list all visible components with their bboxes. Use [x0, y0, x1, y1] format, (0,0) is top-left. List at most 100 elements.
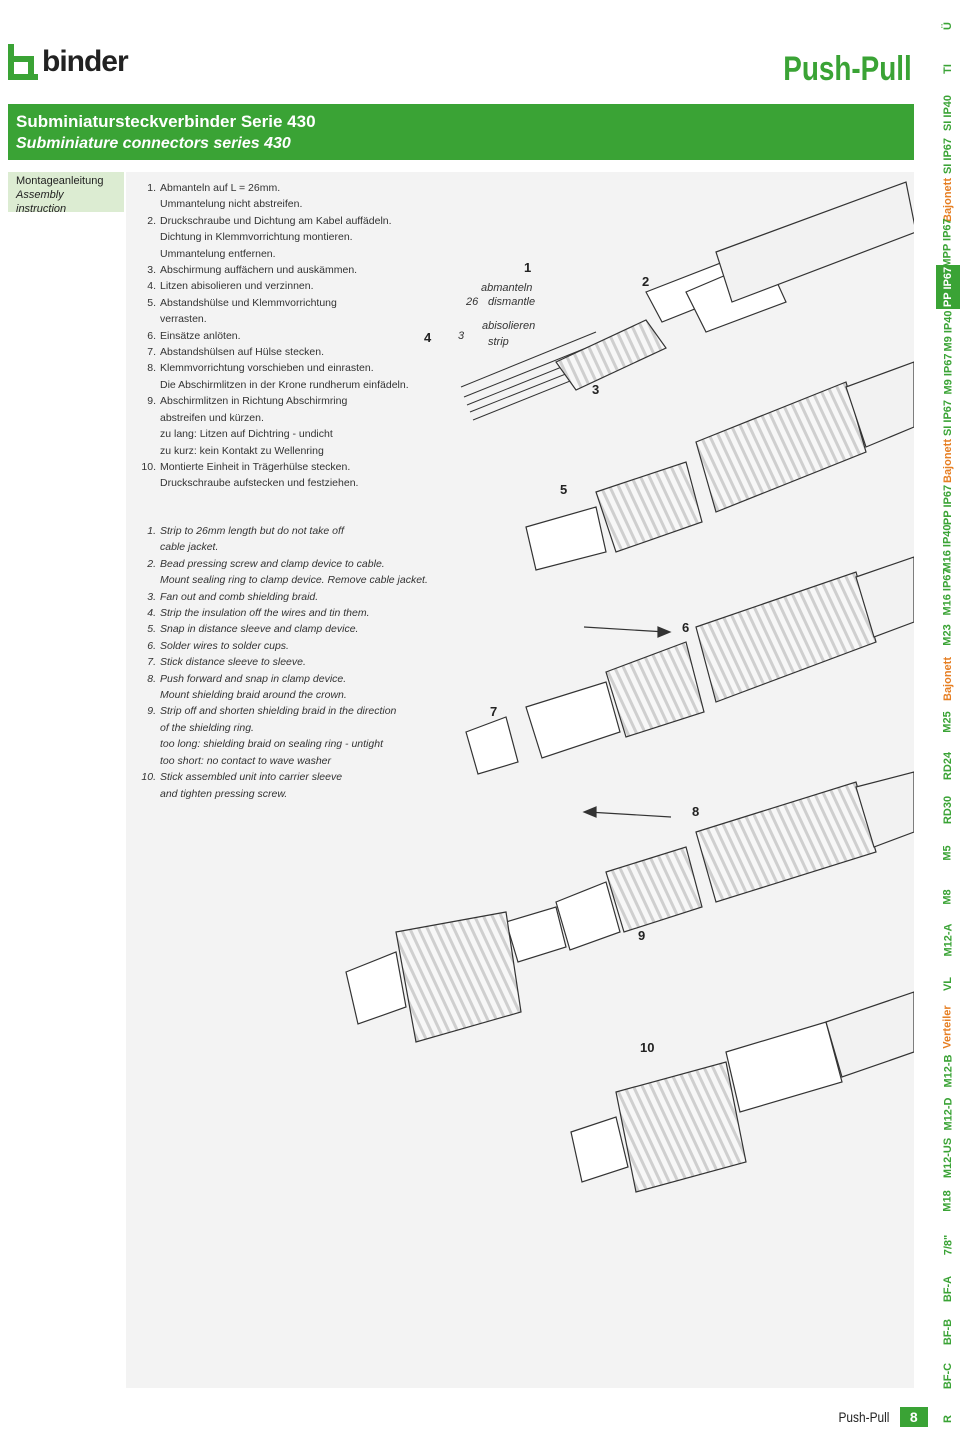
- de-step-1: 1. Abmanteln auf L = 26mm. Ummantelung ni…: [138, 180, 438, 213]
- step-text: Abstandshülsen auf Hülse stecken.: [160, 346, 325, 359]
- series-tab[interactable]: SI IP67: [936, 135, 960, 179]
- step-number-6: 6: [682, 620, 690, 635]
- series-tab-label: Bajonett: [942, 656, 954, 701]
- step-text: Abschirmlitzen in Richtung Abschirmring …: [160, 395, 348, 457]
- series-tab-label: BF-A: [942, 1275, 954, 1302]
- en-step-10: 10.Stick assembled unit into carrier sle…: [138, 769, 438, 802]
- binder-logo-mark-icon: [8, 44, 38, 80]
- series-tab-label: M5: [942, 845, 954, 861]
- de-step-5: 5.Abstandshülse und Klemmvorrichtung ver…: [138, 295, 438, 328]
- step-number: 5.: [147, 623, 156, 636]
- series-tab[interactable]: Ü: [936, 4, 960, 48]
- series-tab[interactable]: M5: [936, 831, 960, 875]
- series-tab[interactable]: M12-A: [936, 918, 960, 962]
- step-number-1: 1: [524, 260, 532, 275]
- de-step-7: 7. Abstandshülsen auf Hülse stecken.: [138, 344, 438, 360]
- en-step-5: 5.Snap in distance sleeve and clamp devi…: [138, 621, 438, 637]
- series-tab[interactable]: M12-D: [936, 1093, 960, 1137]
- step-number-10: 10: [640, 1040, 655, 1055]
- series-tab-label: M23: [942, 624, 954, 647]
- series-tab-label: M16 IP40: [942, 524, 954, 572]
- series-tab-label: R: [941, 1415, 954, 1424]
- series-tab[interactable]: Verteiler: [936, 1006, 960, 1050]
- binder-logo: binder: [8, 44, 129, 80]
- step-number: 1.: [147, 182, 156, 194]
- series-tab[interactable]: M8: [936, 875, 960, 919]
- step-number: 3.: [147, 264, 156, 277]
- series-tab[interactable]: M16 IP67: [936, 568, 960, 616]
- series-tab-label: Verteiler: [942, 1005, 955, 1050]
- step-text: Strip the insulation off the wires and t…: [160, 607, 370, 620]
- section-label: Montageanleitung Assembly instruction: [8, 172, 124, 215]
- series-tab[interactable]: TI: [936, 48, 960, 92]
- series-tab[interactable]: SI IP40: [936, 91, 960, 135]
- series-tab[interactable]: BF-B: [936, 1310, 960, 1354]
- step-number: 7.: [147, 346, 156, 359]
- series-tab[interactable]: SI IP67: [936, 396, 960, 440]
- series-tab[interactable]: VL: [936, 962, 960, 1006]
- de-step-10: 10.Montierte Einheit in Trägerhülse stec…: [138, 459, 438, 492]
- series-tab[interactable]: Bajonett: [936, 657, 960, 701]
- series-tab[interactable]: BF-C: [936, 1354, 960, 1398]
- banner-title-de: Subminiatursteckverbinder Serie 430: [16, 112, 316, 131]
- label-abisolieren: abisolieren: [482, 320, 536, 332]
- series-tab[interactable]: M12-US: [936, 1136, 960, 1180]
- series-tab-label: M12-B: [942, 1054, 955, 1088]
- step-text: Fan out and comb shielding braid.: [160, 590, 319, 603]
- step-number: 3.: [147, 590, 156, 603]
- step-number-9: 9: [638, 928, 646, 943]
- series-tab-label: Bajonett: [942, 439, 954, 484]
- dimension-26: 26: [466, 296, 479, 308]
- de-step-2: 2.Druckschraube und Dichtung am Kabel au…: [138, 213, 438, 262]
- series-tab[interactable]: Bajonett: [936, 178, 960, 222]
- series-tab[interactable]: M18: [936, 1180, 960, 1224]
- series-tab[interactable]: M16 IP40: [936, 524, 960, 572]
- step-number-8: 8: [692, 804, 700, 819]
- series-tab[interactable]: PP IP67: [936, 483, 960, 527]
- logo-text: binder: [42, 45, 129, 78]
- page-number: 8: [899, 1407, 928, 1427]
- en-step-1: 1.Strip to 26mm length but do not take o…: [138, 523, 438, 556]
- series-tab-label: RD24: [942, 751, 954, 781]
- step-number: 9.: [147, 395, 156, 408]
- series-tab[interactable]: RD24: [936, 744, 960, 788]
- series-tab-label: M12-US: [942, 1137, 954, 1179]
- steps-list-en: 1.Strip to 26mm length but do not take o…: [138, 523, 438, 802]
- step-number: 4.: [147, 607, 156, 620]
- step-number-5: 5: [560, 482, 568, 497]
- series-tab-label: M8: [942, 889, 954, 905]
- series-tab[interactable]: M25: [936, 701, 960, 745]
- series-tab[interactable]: M9 IP67: [936, 352, 960, 396]
- header-banner: Subminiatursteckverbinder Serie 430 Subm…: [8, 104, 914, 160]
- series-tab[interactable]: BF-A: [936, 1267, 960, 1311]
- label-abmanteln: abmanteln: [481, 282, 533, 294]
- series-tab[interactable]: M23: [936, 614, 960, 658]
- step-number: 10.: [141, 771, 156, 784]
- series-tab[interactable]: Bajonett: [936, 439, 960, 483]
- series-tab-label: TI: [942, 64, 954, 75]
- step-text: Strip off and shorten shielding braid in…: [160, 705, 397, 767]
- step-number: 9.: [147, 705, 156, 718]
- series-tab-label: SI IP67: [942, 138, 955, 175]
- series-tab-label: M16 IP67: [942, 568, 954, 616]
- series-tab[interactable]: RD30: [936, 788, 960, 832]
- step-text: Solder wires to solder cups.: [160, 639, 289, 652]
- series-tab-label: BF-C: [942, 1362, 954, 1389]
- series-tab[interactable]: MPP IP67: [936, 219, 960, 268]
- series-tab[interactable]: R: [936, 1397, 960, 1441]
- series-tab[interactable]: PP IP67: [936, 265, 960, 309]
- step-number: 2.: [147, 557, 156, 570]
- de-step-8: 8.Klemmvorrichtung vorschieben und einra…: [138, 360, 438, 393]
- step-text: Abstandshülse und Klemmvorrichtung verra…: [160, 296, 337, 326]
- step-text: Abmanteln auf L = 26mm. Ummantelung nich…: [160, 182, 303, 211]
- step-number: 6.: [147, 639, 156, 652]
- series-tab[interactable]: M9 IP40: [936, 309, 960, 353]
- series-tab-label: M9 IP67: [942, 353, 954, 395]
- series-tab-label: M9 IP40: [942, 310, 954, 352]
- step-text: Bead pressing screw and clamp device to …: [160, 557, 428, 587]
- cable-stripped-illustration: [460, 181, 914, 421]
- series-tab[interactable]: 7/8": [936, 1223, 960, 1267]
- step-text: Druckschraube und Dichtung am Kabel auff…: [160, 214, 392, 260]
- series-tab[interactable]: M12-B: [936, 1049, 960, 1093]
